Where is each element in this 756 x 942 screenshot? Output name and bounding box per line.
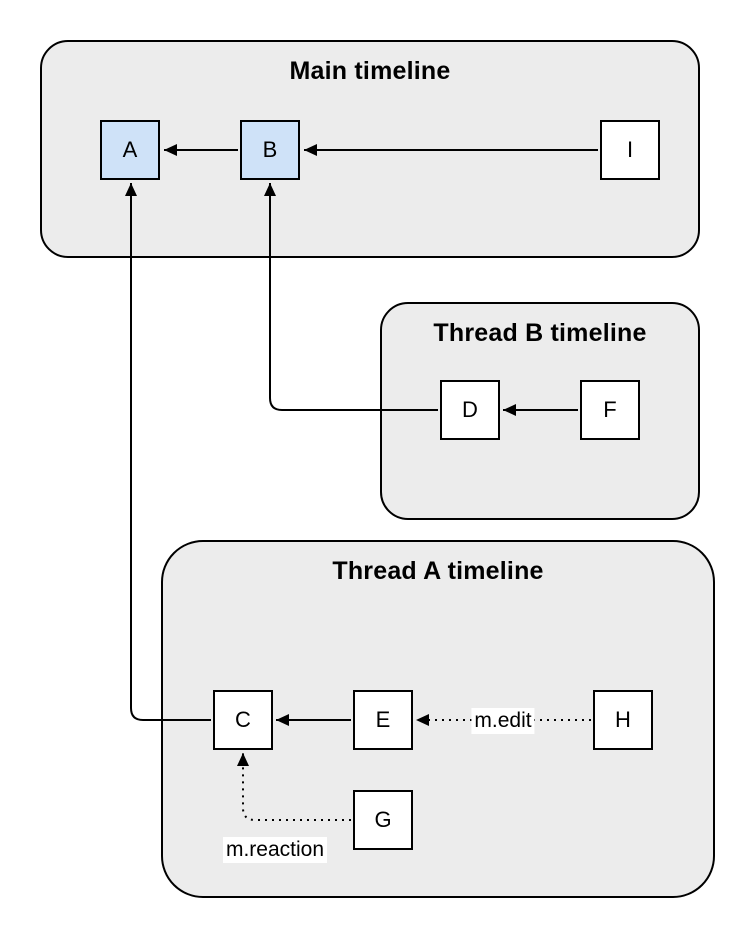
- node-a: A: [100, 120, 160, 180]
- container-thread-b-timeline: Thread B timeline: [380, 302, 700, 520]
- node-d: D: [440, 380, 500, 440]
- container-title-thread-b-timeline: Thread B timeline: [433, 319, 647, 347]
- edge-label-m-edit: m.edit: [471, 708, 535, 734]
- node-e-label: E: [375, 707, 391, 732]
- node-b-label: B: [262, 137, 278, 162]
- container-title-main-timeline: Main timeline: [289, 57, 451, 85]
- node-b: B: [240, 120, 300, 180]
- node-f: F: [580, 380, 640, 440]
- node-e: E: [353, 690, 413, 750]
- node-a-label: A: [122, 137, 138, 162]
- node-i-label: I: [626, 137, 634, 162]
- node-f-label: F: [603, 397, 617, 422]
- node-h: H: [593, 690, 653, 750]
- node-g: G: [353, 790, 413, 850]
- node-g-label: G: [374, 807, 392, 832]
- node-i: I: [600, 120, 660, 180]
- node-c-label: C: [235, 707, 251, 732]
- container-title-thread-a-timeline: Thread A timeline: [332, 557, 544, 585]
- node-h-label: H: [615, 707, 631, 732]
- node-c: C: [213, 690, 273, 750]
- edge-label-m-reaction: m.reaction: [222, 837, 328, 863]
- node-d-label: D: [462, 397, 478, 422]
